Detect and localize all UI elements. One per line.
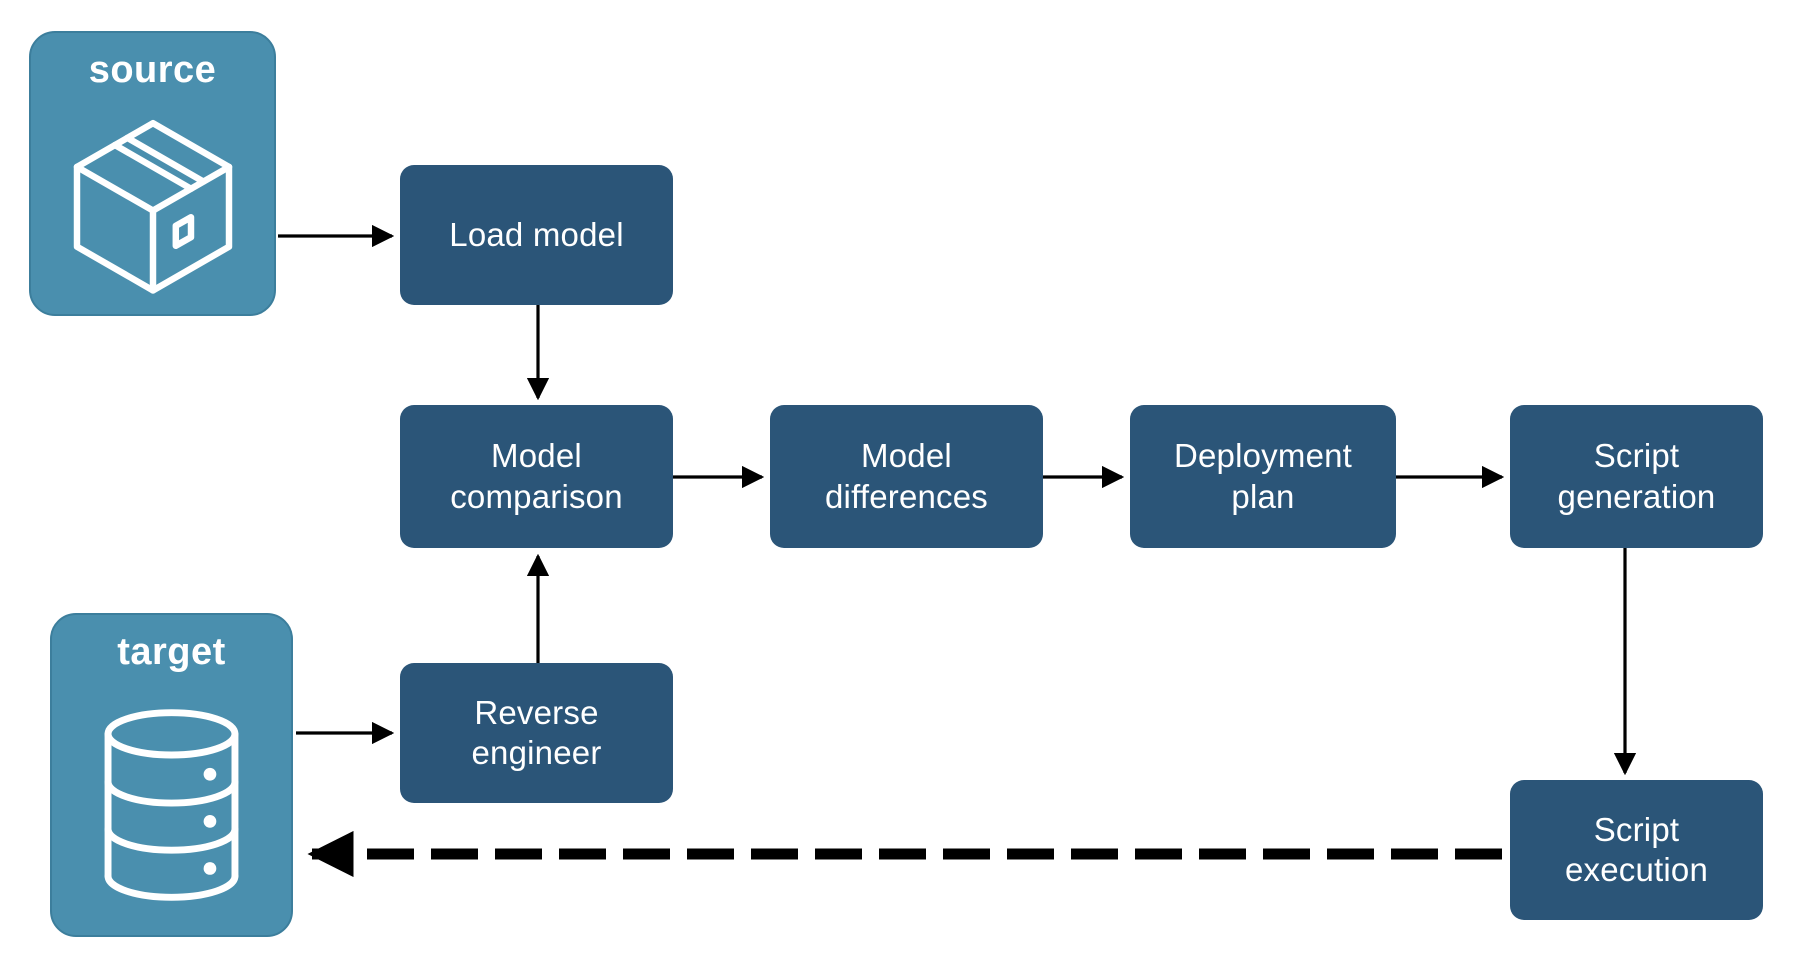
process-script-generation[interactable]: Script generation bbox=[1510, 405, 1763, 548]
endpoint-target-label: target bbox=[117, 631, 226, 673]
endpoint-source[interactable]: source bbox=[29, 31, 276, 316]
process-model-differences[interactable]: Model differences bbox=[770, 405, 1043, 548]
database-cylinder-icon bbox=[52, 674, 291, 935]
process-script-execution[interactable]: Script execution bbox=[1510, 780, 1763, 920]
process-script-generation-label: Script generation bbox=[1557, 437, 1716, 515]
process-deployment-plan[interactable]: Deployment plan bbox=[1130, 405, 1396, 548]
process-script-execution-label: Script execution bbox=[1564, 810, 1709, 888]
package-box-icon bbox=[31, 92, 274, 314]
process-load-model-label: Load model bbox=[449, 215, 624, 253]
process-reverse-engineer[interactable]: Reverse engineer bbox=[400, 663, 673, 803]
process-model-differences-label: Model differences bbox=[824, 437, 989, 515]
process-model-comparison-label: Model comparison bbox=[450, 437, 623, 515]
process-load-model[interactable]: Load model bbox=[400, 165, 673, 305]
process-reverse-engineer-label: Reverse engineer bbox=[471, 693, 602, 771]
process-model-comparison[interactable]: Model comparison bbox=[400, 405, 673, 548]
process-deployment-plan-label: Deployment plan bbox=[1173, 437, 1353, 515]
endpoint-target[interactable]: target bbox=[50, 613, 293, 937]
endpoint-source-label: source bbox=[88, 49, 217, 91]
